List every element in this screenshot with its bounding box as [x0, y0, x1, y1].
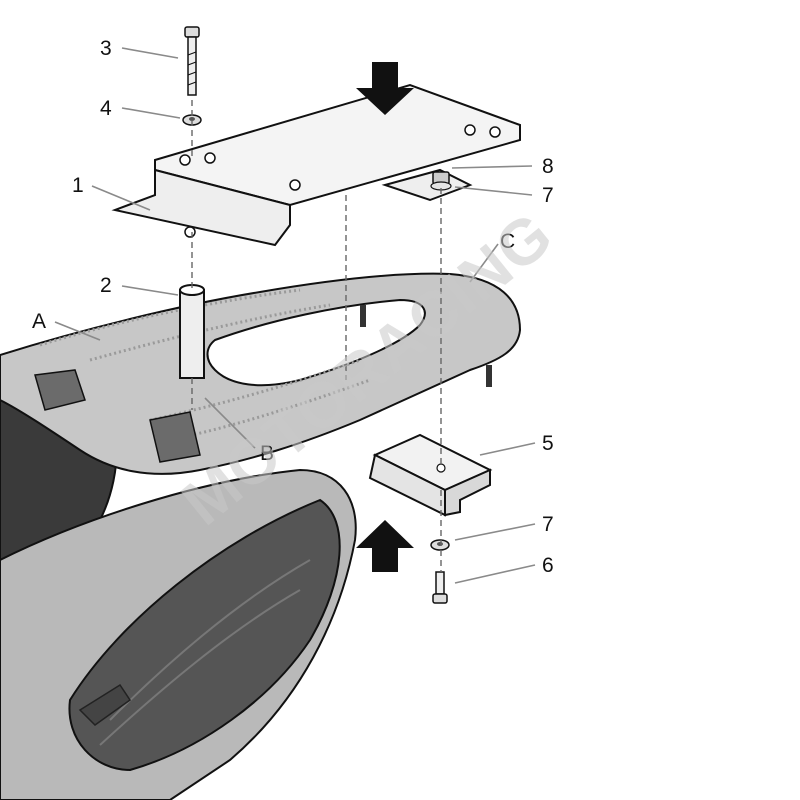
- stud-left: [360, 305, 366, 327]
- plate-hole: [289, 179, 301, 191]
- callout-4: 4: [100, 97, 112, 120]
- lamp-lens-lines: [99, 559, 311, 746]
- bolt-shank: [187, 36, 197, 96]
- callout-2: 2: [100, 274, 112, 297]
- assembly-axes: [191, 100, 442, 572]
- part-8-nut: [430, 171, 452, 191]
- bracket-hole: [436, 463, 446, 473]
- plate-hole: [489, 126, 501, 138]
- plate-hole: [464, 124, 476, 136]
- rail-opening: [206, 298, 426, 387]
- part-7-washer: [430, 539, 450, 551]
- stud-right: [486, 365, 492, 387]
- bolt-head: [184, 26, 200, 38]
- callout-6: 6: [542, 554, 554, 577]
- plate-hole: [179, 154, 191, 166]
- callout-1: 1: [72, 174, 84, 197]
- rail-boss-left: [34, 369, 86, 411]
- leader-lines: [54, 47, 536, 584]
- callout-a: A: [32, 310, 46, 333]
- rail-boss-right: [149, 411, 201, 463]
- callout-3: 3: [100, 37, 112, 60]
- callout-c: C: [500, 230, 515, 253]
- callout-8: 8: [542, 155, 554, 178]
- part-5-bracket: [368, 433, 493, 517]
- callout-7-top: 7: [542, 184, 554, 207]
- callouts: 3 4 1 2 A B C 8 7 5 7 6: [32, 37, 554, 577]
- bolt-bottom-head: [432, 593, 448, 604]
- lamp-reflector: [78, 683, 132, 726]
- part-3-bolt: [184, 26, 200, 96]
- arrow-up-icon: [356, 520, 414, 572]
- grab-rail: [0, 272, 522, 475]
- callout-5: 5: [542, 432, 554, 455]
- callout-7-bottom: 7: [542, 513, 554, 536]
- bolt-bottom-shank: [435, 571, 445, 595]
- plate-hole: [184, 226, 196, 238]
- bolt-thread: [187, 51, 197, 86]
- spacer-body: [179, 289, 205, 379]
- bracket-side: [444, 468, 491, 517]
- washer-bottom-hole: [437, 542, 443, 546]
- part-6-bolt: [432, 571, 448, 604]
- motorcycle-rear: [0, 355, 357, 800]
- plate-front-flange: [111, 168, 291, 247]
- part-2-spacer: [179, 284, 205, 379]
- plate-hole: [204, 152, 216, 164]
- arrow-down-icon: [356, 62, 414, 115]
- part-1-mounting-plate: [111, 83, 521, 247]
- callout-b: B: [260, 442, 274, 465]
- washer-hole: [189, 117, 195, 121]
